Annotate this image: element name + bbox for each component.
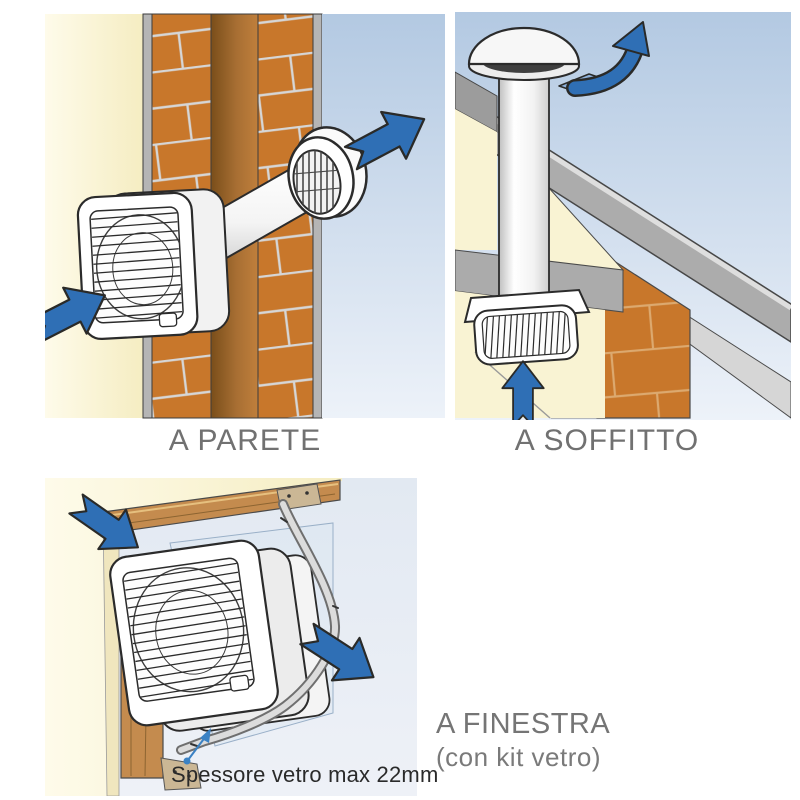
fan-unit: [76, 188, 231, 340]
panel-ceiling-mount: [455, 12, 791, 420]
fan-impeller-circle: [95, 214, 184, 320]
glass-thickness-annotation: Spessore vetro max 22mm: [171, 762, 439, 787]
exhaust-pipe: [498, 55, 550, 307]
glass-kit-cable: [176, 499, 340, 755]
caption-ceiling-mount: A SOFFITTO: [514, 424, 700, 457]
interior-wall-upper: [455, 109, 497, 250]
fan-impeller-circle: [132, 567, 245, 693]
external-vent: [287, 126, 368, 220]
panel-window-mount: [45, 478, 417, 796]
roof-vent-cap: [467, 26, 581, 81]
fan-indicator-button: [158, 312, 178, 328]
window-frame-top: [102, 479, 341, 535]
caption-window-mount-sub: (con kit vetro): [436, 742, 601, 772]
grille-slats: [484, 310, 566, 359]
fan-louvers: [124, 562, 254, 698]
annotation-arrow: [183, 728, 211, 765]
ceiling-grille: [463, 288, 591, 366]
curved-exhaust-arrow: [558, 21, 650, 97]
panel-wall-mount: [45, 12, 445, 420]
window-fan-unit: [109, 539, 331, 732]
caption-wall-mount: A PARETE: [168, 424, 322, 457]
caption-window-mount: A FINESTRA: [436, 708, 611, 740]
fan-louvers: [91, 212, 183, 319]
fan-indicator-button: [229, 674, 250, 692]
